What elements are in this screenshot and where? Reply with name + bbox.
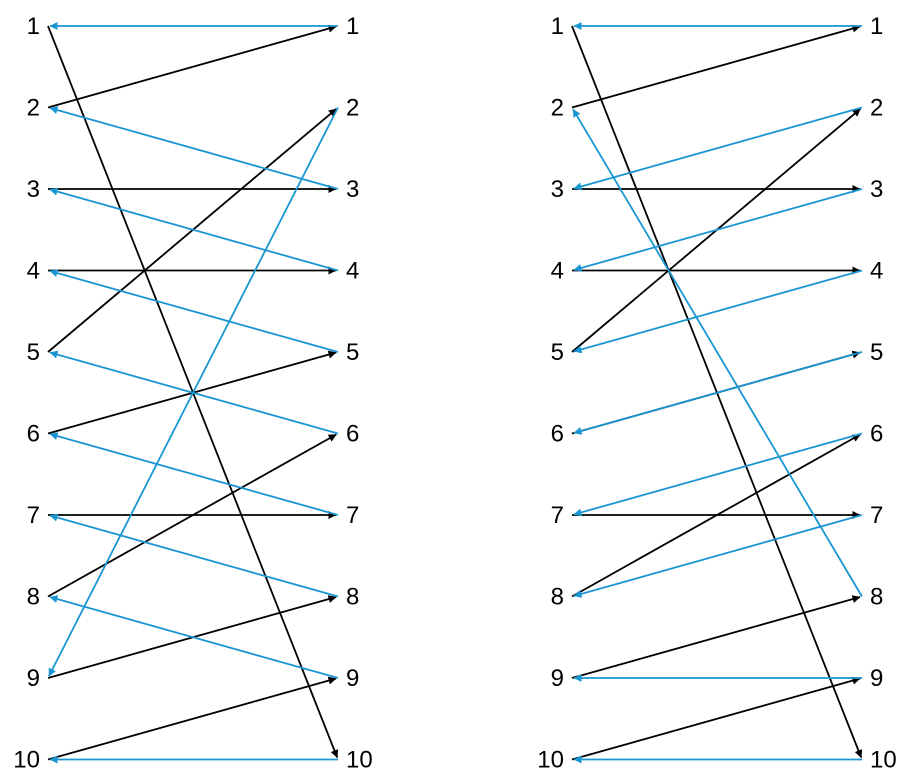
- panel-left: 1 2 3 4 5 6 7 8 9 10 1 2 3 4 5 6 7 8 9 10: [13, 13, 372, 774]
- edge-backward-7-to-8: [573, 514, 863, 598]
- panel-right-edges: [571, 22, 863, 764]
- edge-forward-1-to-10: [571, 25, 863, 759]
- left-node-label-4: 4: [551, 258, 564, 285]
- left-node-label-6: 6: [27, 421, 40, 448]
- left-node-label-5: 5: [27, 339, 40, 366]
- edge-backward-3-to-4: [573, 188, 863, 272]
- right-node-label-5: 5: [346, 339, 359, 366]
- edge-forward-8-to-6: [47, 433, 337, 598]
- edge-backward-8-to-2: [572, 108, 863, 597]
- right-node-label-2: 2: [346, 95, 359, 122]
- right-node-label-9: 9: [346, 665, 359, 692]
- right-node-label-7: 7: [870, 502, 883, 529]
- edge-backward-2-to-3: [573, 106, 863, 191]
- edge-backward-2-to-9: [48, 107, 339, 677]
- edge-backward-6-to-5: [49, 350, 339, 435]
- edge-backward-4-to-3: [49, 187, 339, 272]
- left-node-label-8: 8: [27, 584, 40, 611]
- panel-left-edges: [47, 22, 339, 764]
- edge-backward-9-to-8: [49, 595, 339, 679]
- right-node-label-4: 4: [346, 258, 359, 285]
- edge-backward-5-to-6: [573, 351, 863, 435]
- left-node-label-1: 1: [27, 13, 40, 40]
- left-node-label-8: 8: [551, 584, 564, 611]
- right-node-label-1: 1: [870, 13, 883, 40]
- left-node-label-7: 7: [27, 502, 40, 529]
- left-node-label-2: 2: [551, 95, 564, 122]
- right-node-label-10: 10: [870, 747, 897, 774]
- left-node-label-3: 3: [27, 176, 40, 203]
- panel-right-labels: 1 2 3 4 5 6 7 8 9 10 1 2 3 4 5 6 7 8 9 10: [537, 13, 896, 774]
- edge-forward-10-to-9: [47, 676, 337, 761]
- edge-backward-5-to-4: [49, 269, 339, 353]
- right-node-label-7: 7: [346, 502, 359, 529]
- right-node-label-6: 6: [870, 421, 883, 448]
- edge-backward-4-to-5: [573, 269, 863, 354]
- left-node-label-9: 9: [27, 665, 40, 692]
- right-node-label-8: 8: [870, 584, 883, 611]
- edge-forward-2-to-1: [571, 24, 861, 109]
- edge-forward-10-to-9: [571, 676, 861, 761]
- left-node-label-6: 6: [551, 421, 564, 448]
- right-node-label-4: 4: [870, 258, 883, 285]
- right-node-label-9: 9: [870, 665, 883, 692]
- panel-right: 1 2 3 4 5 6 7 8 9 10 1 2 3 4 5 6 7 8 9 10: [537, 13, 896, 774]
- panel-left-labels: 1 2 3 4 5 6 7 8 9 10 1 2 3 4 5 6 7 8 9 10: [13, 13, 372, 774]
- edge-backward-6-to-7: [573, 432, 863, 517]
- right-node-label-1: 1: [346, 13, 359, 40]
- left-node-label-10: 10: [537, 747, 564, 774]
- edge-forward-2-to-1: [47, 24, 337, 109]
- edge-backward-3-to-2: [49, 106, 339, 190]
- left-node-label-10: 10: [13, 747, 40, 774]
- edge-backward-8-to-7: [49, 513, 339, 598]
- right-node-label-10: 10: [346, 747, 373, 774]
- left-node-label-7: 7: [551, 502, 564, 529]
- right-node-label-5: 5: [870, 339, 883, 366]
- left-node-label-2: 2: [27, 95, 40, 122]
- right-node-label-8: 8: [346, 584, 359, 611]
- edge-forward-8-to-6: [571, 433, 861, 598]
- left-node-label-4: 4: [27, 258, 40, 285]
- left-node-label-5: 5: [551, 339, 564, 366]
- right-node-label-3: 3: [870, 176, 883, 203]
- edge-backward-7-to-6: [49, 432, 339, 516]
- left-node-label-9: 9: [551, 665, 564, 692]
- right-node-label-2: 2: [870, 95, 883, 122]
- right-node-label-3: 3: [346, 176, 359, 203]
- left-node-label-1: 1: [551, 13, 564, 40]
- edge-forward-9-to-8: [571, 595, 861, 679]
- left-node-label-3: 3: [551, 176, 564, 203]
- right-node-label-6: 6: [346, 421, 359, 448]
